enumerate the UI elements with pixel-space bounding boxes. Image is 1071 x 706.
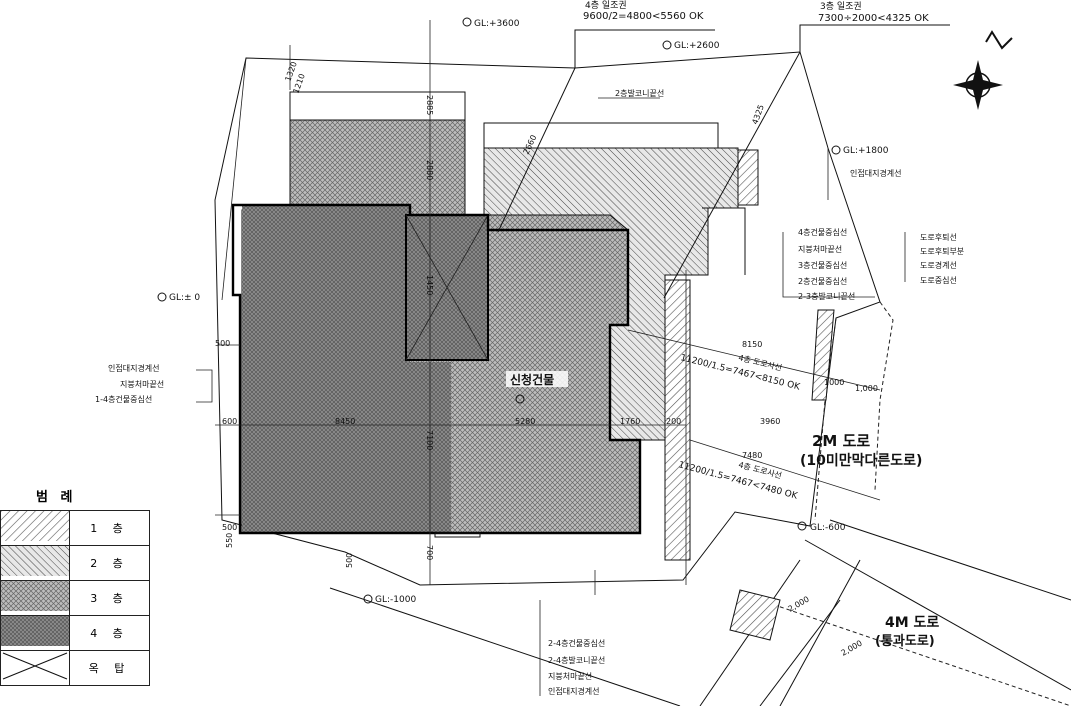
legend-swatch-floor4 — [0, 615, 70, 651]
road2-line1: 2M 도로 — [812, 432, 870, 450]
right-label-5: 2-3층발코니끝선 — [798, 291, 855, 301]
road4-line1: 4M 도로 — [885, 615, 939, 631]
balcony2-label: 2층발코니끝선 — [615, 88, 664, 98]
right2-label-3: 도로경계선 — [920, 260, 957, 270]
right-label-4: 2층건물중심선 — [798, 276, 847, 286]
adjacent-line-label: 인접대지경계선 — [850, 168, 902, 178]
bottom-label-4: 인접대지경계선 — [548, 686, 600, 696]
road4-line2: (통과도로) — [875, 634, 935, 649]
building-label: 신청건물 — [510, 372, 554, 387]
road2-line2: (10미만막다른도로) — [800, 452, 922, 469]
right2-label-1: 도로후퇴선 — [920, 233, 957, 242]
bottom-label-2: 2-4층발코니끝선 — [548, 655, 605, 665]
dim-7100: 7100 — [425, 430, 434, 450]
floor3-sun-title: 3층 일조권 — [820, 0, 862, 12]
legend-label: 3 층 — [69, 580, 150, 616]
dim-1450: 1450 — [425, 275, 434, 295]
dim-8150: 8150 — [742, 340, 762, 349]
floor1-area — [664, 279, 691, 561]
legend-row: 옥 탑 — [0, 650, 150, 686]
legend-label: 4 층 — [69, 615, 150, 651]
gl-minus-600: GL:-600 — [810, 523, 846, 533]
dim-550: 550 — [225, 533, 234, 548]
gl-0: GL:± 0 — [169, 293, 200, 303]
legend-table: 1 층 2 층 3 층 4 층 옥 탑 — [0, 510, 150, 686]
dim-5280: 5280 — [515, 417, 535, 426]
right-label-2: 지붕처마끝선 — [798, 245, 842, 254]
gl-3600: GL:+3600 — [474, 19, 520, 29]
bottom-label-3: 지붕처마끝선 — [548, 672, 592, 681]
legend-swatch-rooftop-icon — [0, 650, 70, 686]
dim-1000b: 1,000 — [855, 384, 878, 393]
gl-marker-icon — [157, 17, 841, 604]
dim-1000a: 1000 — [824, 378, 844, 387]
dim-700: 700 — [425, 545, 434, 560]
legend-row: 1 층 — [0, 510, 150, 546]
legend-title: 범 례 — [36, 490, 77, 505]
right-label-1: 4층건물중심선 — [798, 227, 847, 237]
floor4-sun-formula: 9600/2=4800<5560 OK — [583, 11, 704, 22]
dim-500c: 500 — [345, 553, 354, 568]
dim-500a: 500 — [215, 339, 230, 348]
dim-500b: 500 — [222, 523, 237, 532]
dim-2000a: 2,000 — [787, 594, 811, 613]
legend-row: 4 층 — [0, 615, 150, 651]
dim-2000b: 2,000 — [840, 638, 864, 657]
dim-7480: 7480 — [742, 451, 762, 460]
dim-2880: 2880 — [425, 160, 434, 180]
dim-8450: 8450 — [335, 417, 355, 426]
legend-row: 3 층 — [0, 580, 150, 616]
gl-1800: GL:+1800 — [843, 146, 889, 156]
gl-minus-1000: GL:-1000 — [375, 595, 416, 605]
dim-1760: 1760 — [620, 417, 640, 426]
north-arrow-icon — [953, 30, 1013, 110]
left-label-3: 1-4층건물중심선 — [95, 394, 152, 404]
legend-row: 2 층 — [0, 545, 150, 581]
legend-swatch-floor2 — [0, 545, 70, 581]
legend-label: 2 층 — [69, 545, 150, 581]
right-label-3: 3층건물중심선 — [798, 260, 847, 270]
right2-label-4: 도로중심선 — [920, 275, 957, 285]
floor4-area — [242, 205, 451, 533]
legend-swatch-floor1 — [0, 510, 70, 546]
dim-600: 600 — [222, 417, 237, 426]
dim-4325: 4325 — [750, 103, 765, 125]
bottom-label-1: 2-4층건물중심선 — [548, 638, 605, 648]
gl-2600: GL:+2600 — [674, 41, 720, 51]
building-outline — [231, 203, 642, 535]
dim-200: 200 — [666, 417, 681, 426]
legend-label: 1 층 — [69, 510, 150, 546]
floor3-sun-formula: 7300÷2000<4325 OK — [818, 13, 929, 24]
right2-label-2: 도로후퇴부분 — [920, 247, 964, 256]
legend-label: 옥 탑 — [69, 650, 150, 686]
left-label-2: 지붕처마끝선 — [120, 380, 164, 389]
road-boundary — [804, 539, 1071, 691]
legend-swatch-floor3 — [0, 580, 70, 616]
dim-3960: 3960 — [760, 417, 780, 426]
floor4-sun-title: 4층 일조권 — [585, 0, 627, 11]
dim-2885: 2885 — [425, 95, 434, 115]
left-label-1: 인접대지경계선 — [108, 363, 160, 373]
